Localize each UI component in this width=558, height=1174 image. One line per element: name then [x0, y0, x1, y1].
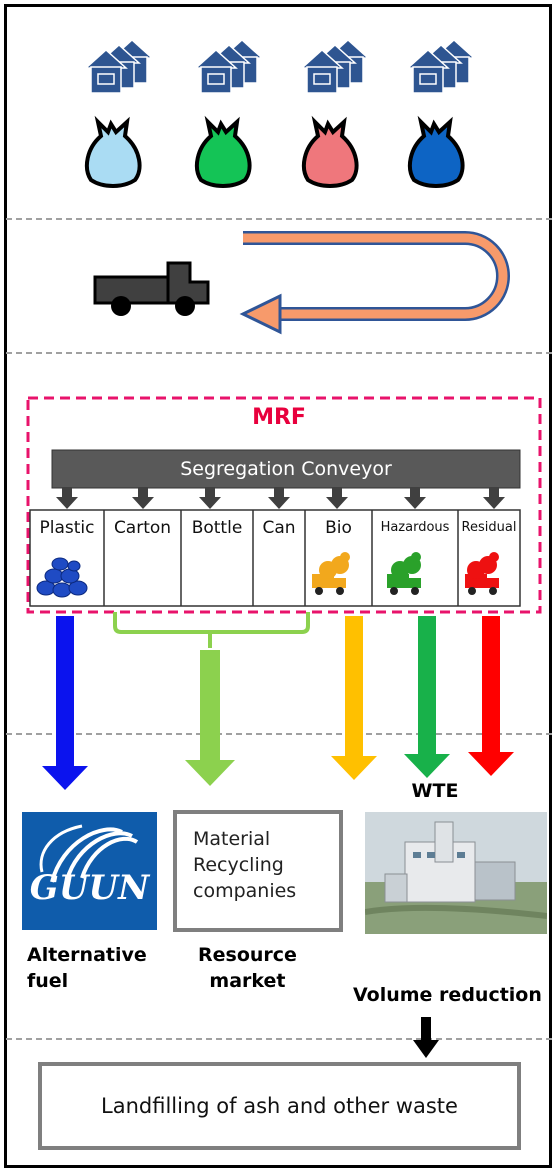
- section-divider-2: [6, 352, 552, 354]
- recycle-bracket: [113, 612, 310, 634]
- recycle-arrow: [185, 650, 235, 786]
- plastic-arrow: [42, 616, 88, 790]
- section-divider-3: [6, 733, 552, 735]
- segregation-conveyor: [51, 449, 521, 489]
- category-bio: Bio: [325, 518, 352, 538]
- house-icon-group-3: [301, 39, 369, 94]
- resource-market-label: Resource market: [198, 944, 297, 992]
- landfill-box: Landfilling of ash and other waste: [38, 1062, 521, 1150]
- loop-arrow-icon: [239, 231, 510, 335]
- garbage-bag-icon-light-blue: [84, 120, 142, 188]
- guun-logo: [22, 812, 157, 930]
- bins-table: [29, 509, 521, 607]
- bio-arrow: [331, 616, 377, 780]
- category-bottle: Bottle: [191, 518, 243, 538]
- material-recycling-label: Material Recycling companies: [193, 828, 297, 902]
- garbage-bag-icon-blue: [407, 120, 465, 188]
- category-residual: Residual: [461, 520, 517, 535]
- diagram-frame: [4, 4, 552, 1168]
- wte-plant-photo: [365, 812, 547, 934]
- garbage-bag-icon-green: [194, 120, 252, 188]
- garbage-bag-icon-pink: [301, 120, 359, 188]
- volume-reduction-label: Volume reduction: [353, 984, 542, 1006]
- guun-swirl-icon: [39, 824, 139, 883]
- category-plastic: Plastic: [39, 518, 95, 538]
- mrf-box: [26, 396, 542, 614]
- plastic-bags-icon: [36, 557, 88, 598]
- hazardous-truck-icon: [387, 552, 421, 595]
- house-icon-group-1: [85, 39, 153, 94]
- category-hazardous: Hazardous: [380, 520, 450, 535]
- category-carton: Carton: [113, 518, 172, 538]
- category-can: Can: [262, 518, 296, 538]
- hazardous-arrow: [404, 616, 450, 778]
- landfill-arrow: [413, 1017, 439, 1058]
- residual-arrow: [468, 616, 514, 776]
- alternative-fuel-label: Alternative fuel: [27, 944, 147, 992]
- truck-icon: [93, 261, 210, 316]
- guun-logo-text: GUUN: [29, 868, 150, 908]
- house-icon-group-2: [195, 39, 263, 94]
- material-recycling-box: [173, 810, 343, 932]
- conveyor-label: Segregation Conveyor: [180, 458, 392, 480]
- wte-label: WTE: [411, 780, 459, 802]
- conveyor-arrows: [56, 487, 505, 509]
- house-icon-group-4: [407, 39, 475, 94]
- bio-truck-icon: [312, 552, 350, 595]
- residual-truck-icon: [465, 552, 499, 595]
- section-divider-1: [6, 218, 552, 220]
- landfill-label: Landfilling of ash and other waste: [101, 1094, 458, 1118]
- mrf-title: MRF: [252, 405, 306, 430]
- section-divider-4: [6, 1038, 552, 1040]
